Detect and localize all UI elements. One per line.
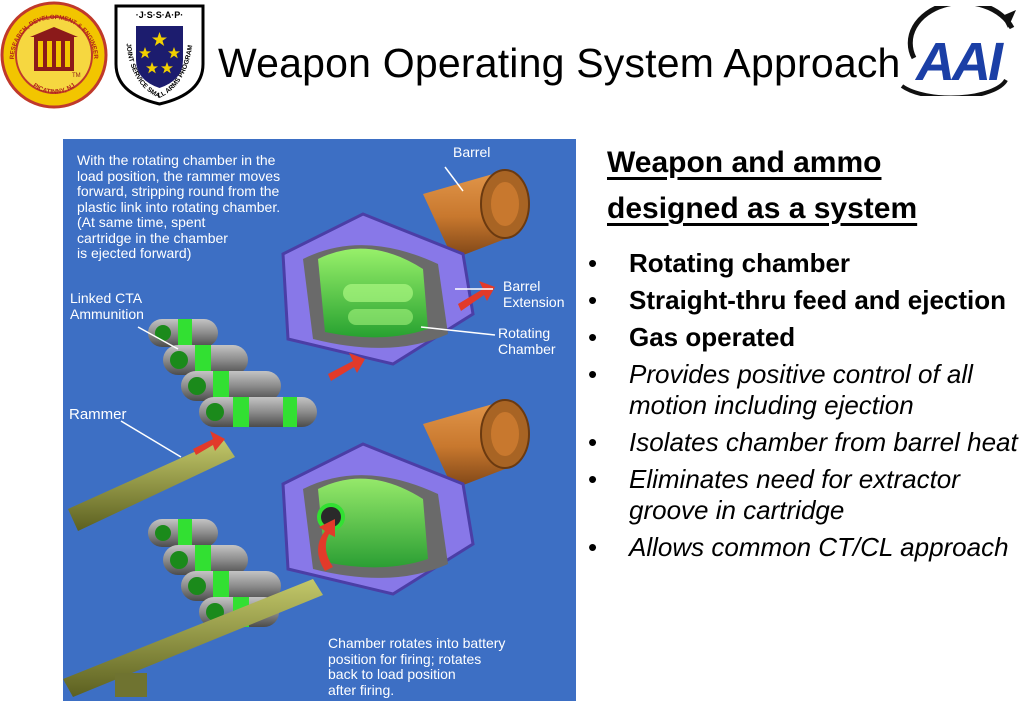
intro-line: cartridge in the chamber — [77, 229, 228, 246]
lower-barrel — [423, 399, 530, 489]
lower-rotate-arrow — [318, 519, 335, 571]
upper-linked-ammunition — [148, 319, 317, 427]
lower-housing — [281, 442, 475, 596]
upper-barrel — [423, 169, 530, 259]
bullet-item: Isolates chamber from barrel heat — [588, 427, 1018, 458]
aai-logo: AAI — [900, 6, 1016, 96]
intro-line: forward, stripping round from the — [77, 183, 280, 199]
mechanism-figure: With the rotating chamber in the load po… — [63, 139, 576, 701]
slide-title: Weapon Operating System Approach — [218, 40, 901, 86]
bullet-item: Provides positive control of all motion … — [588, 359, 1018, 421]
aai-logo-text: AAI — [914, 32, 1004, 92]
label-leader-lines — [120, 166, 496, 458]
panel-heading-line: designed as a system — [607, 192, 918, 225]
rammer-label: Rammer — [69, 406, 127, 423]
battery-line: after firing. — [328, 681, 395, 698]
rammer-base — [115, 673, 147, 697]
bullet-item: Rotating chamber — [588, 248, 1018, 279]
rotating-chamber-line: Rotating — [498, 325, 551, 341]
rammer-rod — [68, 431, 235, 531]
ardec-logo-mark: TM — [72, 73, 81, 79]
bullet-item: Gas operated — [588, 322, 1018, 353]
intro-line: load position, the rammer moves — [77, 167, 281, 184]
mechanism-illustration — [63, 166, 530, 697]
bullet-item: Allows common CT/CL approach — [588, 532, 1018, 563]
battery-line: position for firing; rotates — [328, 650, 482, 667]
battery-line: back to load position — [328, 666, 456, 682]
upper-housing — [281, 212, 475, 366]
intro-line: plastic link into rotating chamber. — [77, 198, 281, 215]
intro-line: is ejected forward) — [77, 245, 192, 261]
battery-caption: Chamber rotates into battery position fo… — [328, 635, 506, 698]
jssap-logo-top-text: ·J·S·S·A·P· — [136, 10, 184, 20]
bullet-item: Straight-thru feed and ejection — [588, 285, 1018, 316]
intro-caption: With the rotating chamber in the load po… — [77, 152, 281, 262]
barrel-extension-label: Barrel Extension — [503, 278, 565, 310]
lower-rammer-rod — [63, 579, 323, 697]
panel-heading: Weapon and ammo designed as a system — [607, 140, 1017, 232]
linked-cta-line: Linked CTA — [70, 290, 143, 306]
barrel-label: Barrel — [453, 144, 491, 160]
bullet-item: Eliminates need for extractor groove in … — [588, 464, 1018, 526]
intro-line: (At same time, spent — [77, 214, 206, 230]
rotating-chamber-line: Chamber — [498, 340, 556, 357]
linked-cta-line: Ammunition — [70, 305, 144, 322]
panel-heading-line: Weapon and ammo — [607, 146, 882, 179]
ardec-logo: ARMAMENT RESEARCH, DEVELOPMENT & ENGINEE… — [0, 1, 108, 109]
battery-line: Chamber rotates into battery — [328, 635, 506, 651]
intro-line: With the rotating chamber in the — [77, 152, 276, 168]
upper-feed-arrow — [328, 353, 365, 381]
linked-cta-label: Linked CTA Ammunition — [70, 290, 144, 322]
rotating-chamber-label: Rotating Chamber — [498, 325, 556, 357]
jssap-logo: ·J·S·S·A·P· JOINT SERVICE SMALL ARMS PRO… — [114, 4, 205, 106]
feature-bullet-list: Rotating chamber Straight-thru feed and … — [588, 248, 1018, 569]
barrel-extension-line: Extension — [503, 293, 565, 310]
barrel-extension-line: Barrel — [503, 278, 541, 294]
